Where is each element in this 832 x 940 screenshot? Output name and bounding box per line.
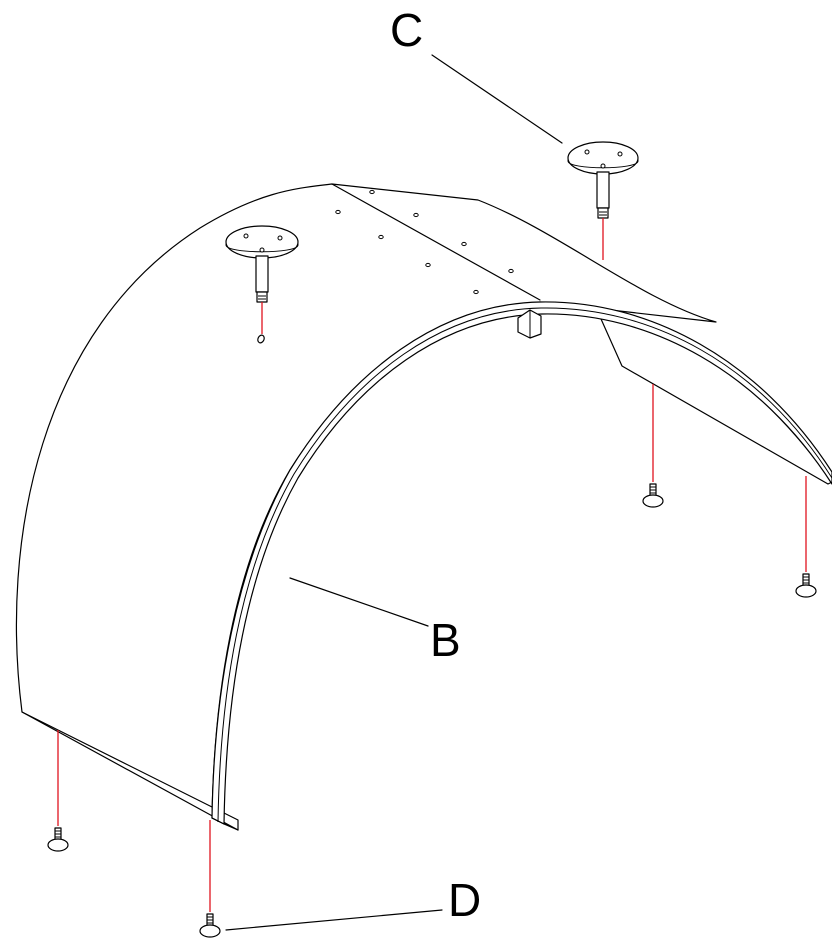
mounting-post-c [567, 141, 639, 260]
top-seam [331, 183, 541, 301]
panel-inner-face [596, 309, 832, 485]
callout-label-c: C [390, 4, 423, 56]
leader-line-c [431, 54, 563, 144]
callout-label-d: D [448, 874, 481, 926]
curved-panel-b [15, 183, 832, 831]
leveling-foot-2 [199, 820, 221, 938]
panel-front-inner-line [217, 307, 832, 823]
leader-line-d [225, 909, 443, 931]
panel-front-bottom [211, 817, 239, 831]
top-hole-pattern [335, 189, 514, 295]
leveling-foot-4 [795, 476, 817, 598]
mounting-post-left [225, 225, 299, 344]
panel-outer-face [15, 183, 717, 831]
leveling-foot-3 [642, 384, 664, 508]
leveling-foot-1 [47, 730, 69, 852]
leader-line-b [289, 577, 429, 627]
panel-front-edge [211, 301, 832, 825]
callout-label-b: B [430, 614, 461, 666]
